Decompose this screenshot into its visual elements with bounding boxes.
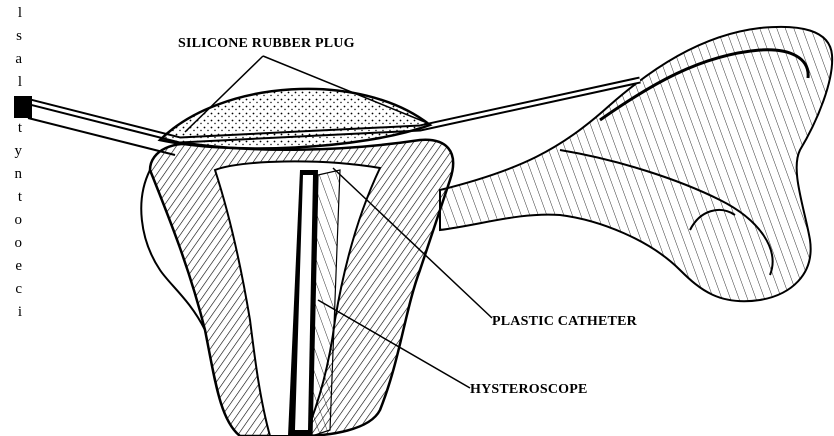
silicone-rubber-plug <box>160 89 430 149</box>
label-silicone-rubber-plug: SILICONE RUBBER PLUG <box>178 36 355 52</box>
label-hysteroscope: HYSTEROSCOPE <box>470 382 588 398</box>
fallopian-tube-right <box>440 27 832 301</box>
label-plastic-catheter: PLASTIC CATHETER <box>492 314 637 330</box>
